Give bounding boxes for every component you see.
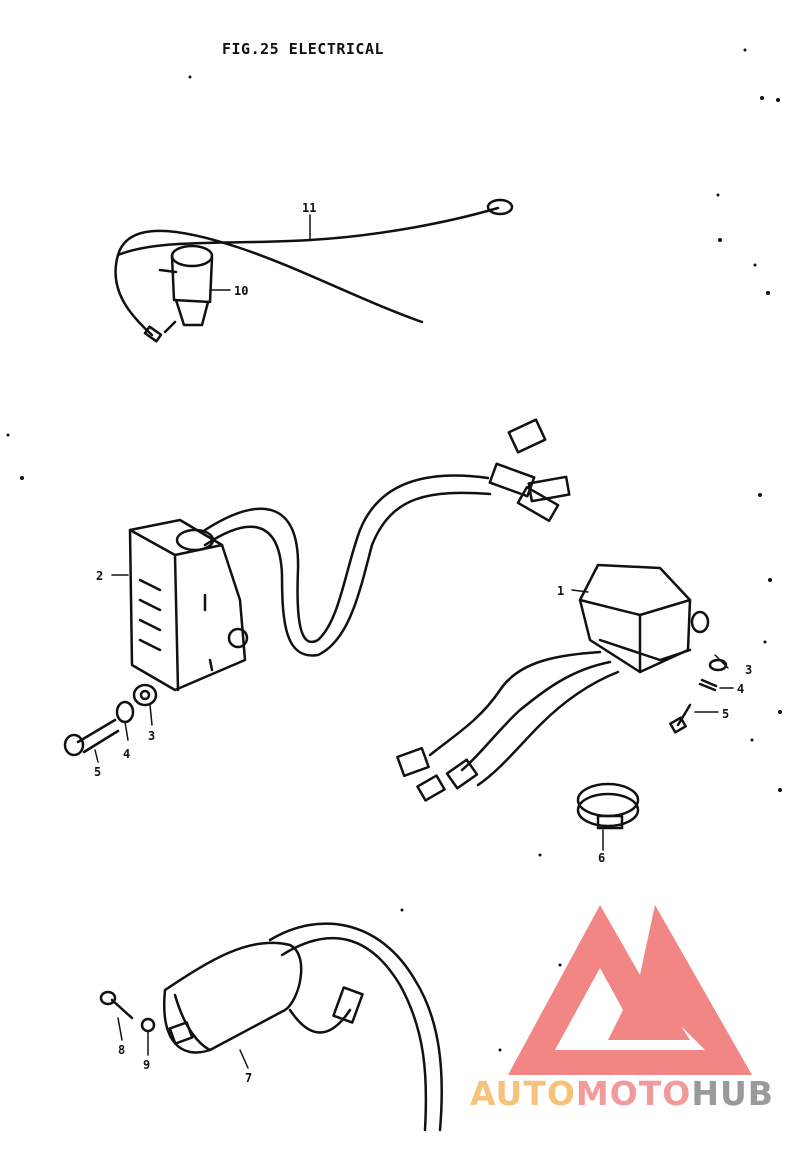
callout-3-left: 3 xyxy=(148,729,155,743)
washer-3-left xyxy=(132,683,158,707)
watermark-logo xyxy=(508,905,752,1075)
watermark-text: AUTOMOTOHUB xyxy=(470,1074,774,1113)
callout-9: 9 xyxy=(143,1058,150,1072)
callout-4-left: 4 xyxy=(123,747,130,761)
leader-lines xyxy=(94,214,734,1069)
lock-washer-4-right xyxy=(698,678,718,692)
watermark-moto: MOTO xyxy=(575,1074,692,1113)
screw-5-right xyxy=(669,703,692,734)
callout-5-right: 5 xyxy=(722,707,729,721)
figure-title: FIG.25 ELECTRICAL xyxy=(222,40,385,58)
clamp xyxy=(576,782,640,830)
regulator-leads xyxy=(396,650,620,802)
screw-5-left xyxy=(63,718,120,757)
watermark-hub: HUB xyxy=(691,1074,774,1113)
regulator-unit xyxy=(578,563,710,674)
ignition-coil xyxy=(162,922,443,1132)
cable-connectors xyxy=(488,418,571,523)
callout-10: 10 xyxy=(234,284,248,298)
bolt-8 xyxy=(99,990,134,1020)
callout-1: 1 xyxy=(557,584,564,598)
callout-2: 2 xyxy=(96,569,103,583)
cdi-unit xyxy=(128,518,249,692)
print-specks xyxy=(6,48,782,1052)
callout-5-left: 5 xyxy=(94,765,101,779)
callout-3-right: 3 xyxy=(745,663,752,677)
callout-6: 6 xyxy=(598,851,605,865)
washer-9 xyxy=(140,1017,156,1033)
callout-8: 8 xyxy=(118,1043,125,1057)
callout-4-right: 4 xyxy=(737,682,744,696)
neutral-switch xyxy=(158,244,214,334)
callout-7: 7 xyxy=(245,1071,252,1085)
callout-11: 11 xyxy=(302,201,316,215)
cdi-cable xyxy=(203,474,492,657)
washer-3-right xyxy=(708,658,728,672)
watermark-auto: AUTO xyxy=(470,1074,576,1113)
lock-washer-4-left xyxy=(115,700,135,724)
